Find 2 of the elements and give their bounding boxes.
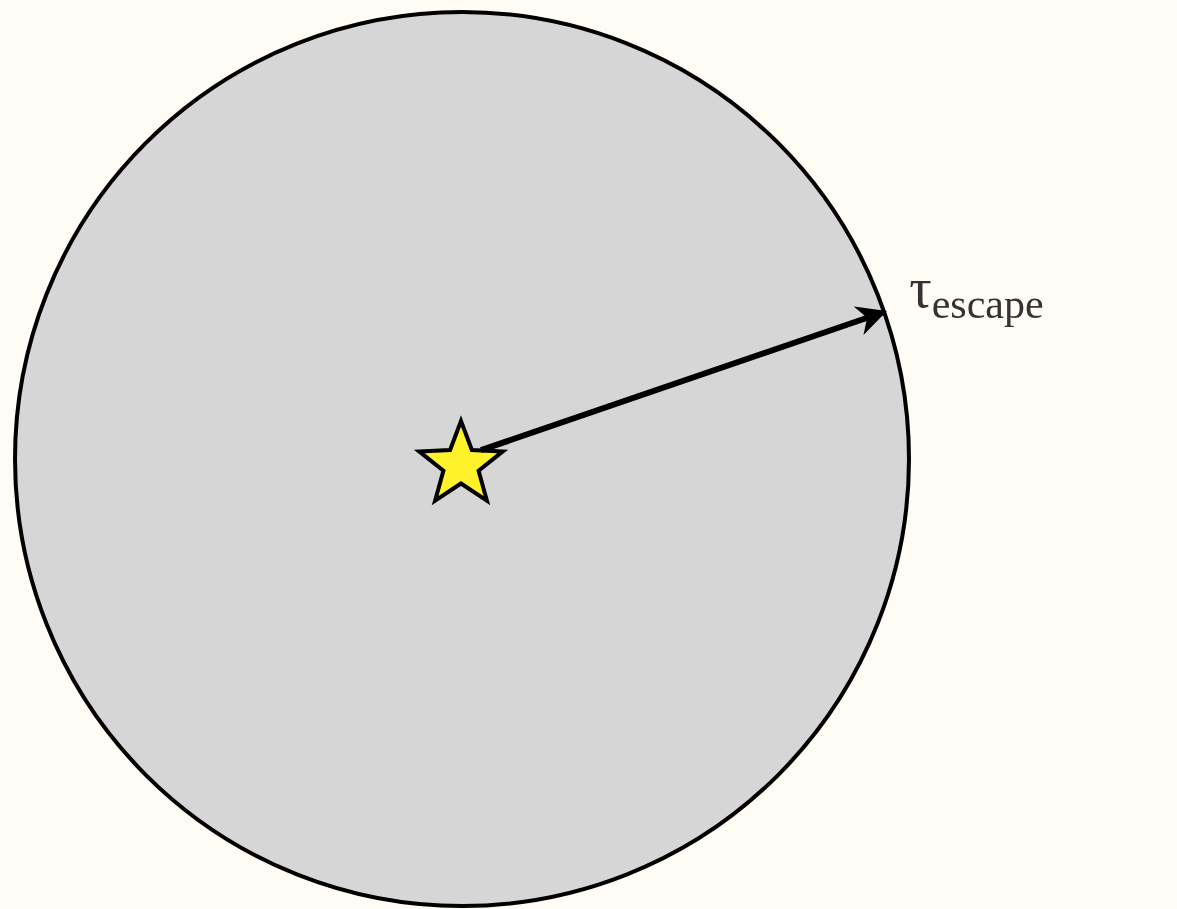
region-circle	[13, 10, 911, 908]
star-shape	[414, 414, 508, 508]
